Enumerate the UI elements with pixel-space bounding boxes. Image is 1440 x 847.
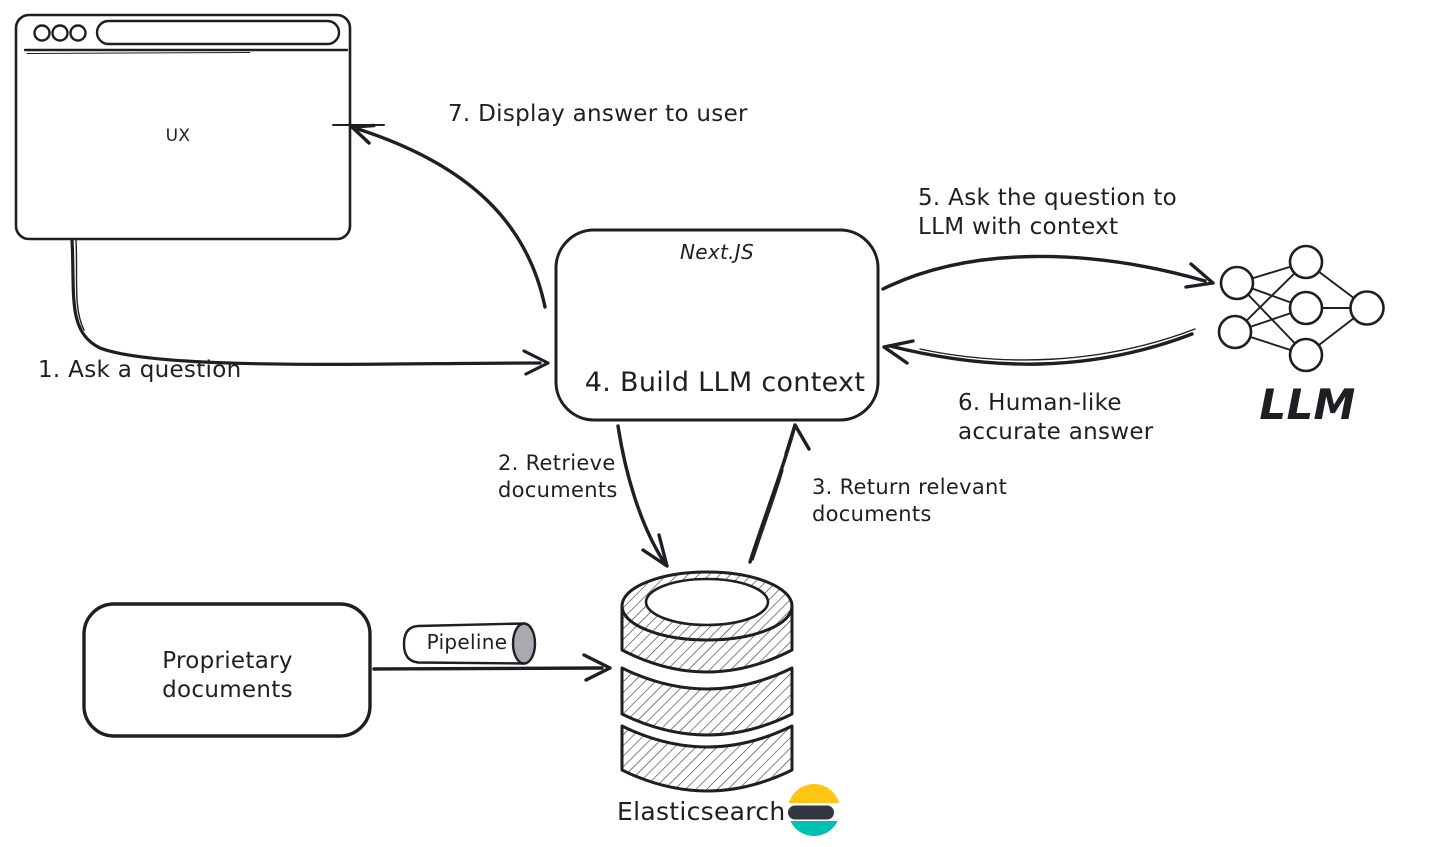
step3-label: 3. Return relevant documents (812, 475, 1008, 526)
llm-label: LLM (1259, 380, 1356, 429)
step5-label: 5. Ask the question to LLM with context (918, 185, 1178, 241)
step4-label: 4. Build LLM context (584, 367, 866, 398)
traffic-light-dot (33, 24, 51, 42)
traffic-light-dot (69, 24, 87, 42)
step7-label: 7. Display answer to user (448, 101, 748, 127)
proprietary-documents-label: Proprietary documents (162, 648, 293, 704)
arrow-ask-llm (881, 254, 1215, 291)
arrow-pipeline (372, 653, 612, 682)
elasticsearch-label: Elasticsearch (617, 797, 786, 826)
traffic-light-dot (51, 24, 69, 42)
pipeline-cylinder-icon (402, 622, 537, 665)
ux-label: UX (165, 126, 191, 146)
step6-label: 6. Human-like accurate answer (958, 390, 1154, 446)
arrow-retrieve-documents (616, 424, 669, 568)
arrow-return-documents (748, 423, 811, 564)
arrow-display-answer (332, 123, 547, 309)
elasticsearch-logo-icon (788, 784, 840, 836)
database-icon (620, 570, 794, 793)
url-bar (95, 19, 341, 46)
neural-network-icon (1217, 244, 1385, 373)
arrow-ask-question (70, 238, 550, 376)
nextjs-box (554, 228, 880, 422)
step1-label: 1. Ask a question (38, 357, 242, 383)
traffic-lights-icon (33, 24, 87, 42)
browser-toolbar-divider-sketch (26, 52, 251, 54)
pipeline-label: Pipeline (426, 630, 508, 654)
browser-frame (14, 13, 352, 241)
arrow-llm-answer (882, 328, 1196, 366)
nextjs-title: Next.JS (680, 240, 754, 264)
browser-window (14, 13, 352, 241)
proprietary-documents-box (82, 602, 372, 738)
step2-label: 2. Retrieve documents (498, 451, 618, 502)
